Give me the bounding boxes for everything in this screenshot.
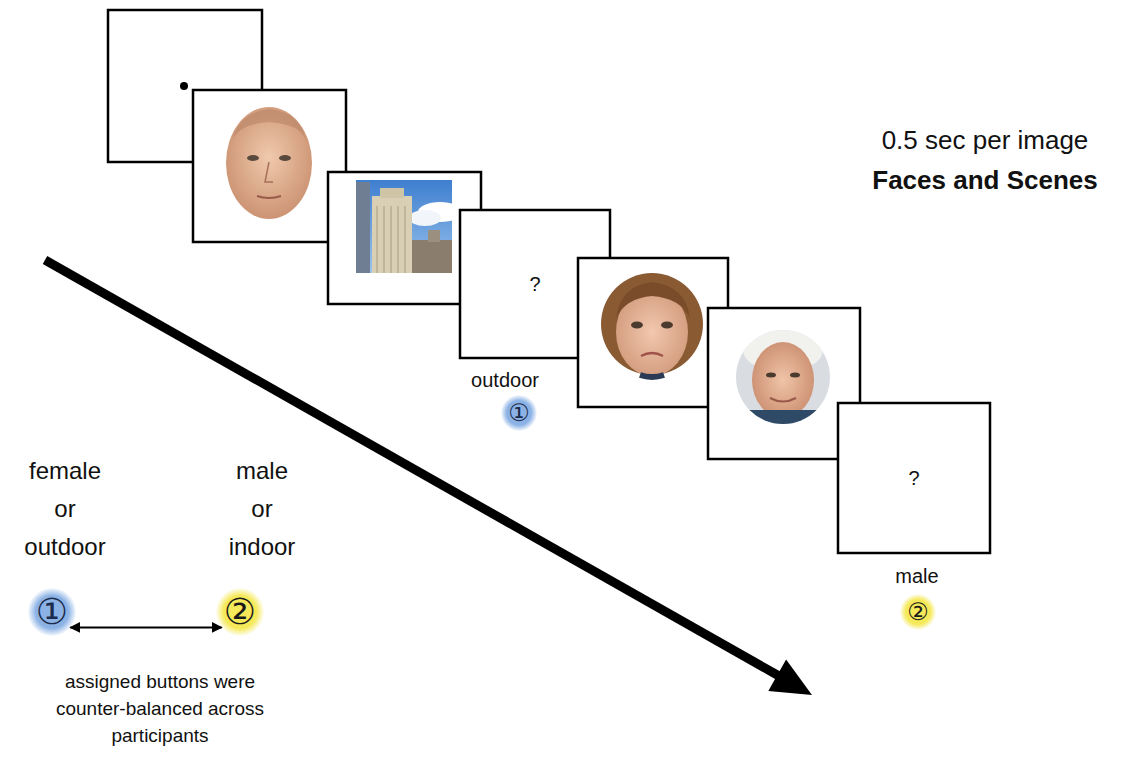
eye <box>279 155 291 161</box>
eye <box>766 373 776 378</box>
button-number: ① <box>36 594 68 630</box>
frame <box>578 258 728 407</box>
mouth <box>641 353 663 356</box>
button-mapping-label: male or indoor <box>225 452 299 566</box>
time-arrow <box>45 260 812 695</box>
building <box>356 182 370 273</box>
hair-fringe <box>616 282 690 318</box>
response-button: ① <box>28 588 76 636</box>
question-frame: ? <box>460 210 610 358</box>
frame <box>838 403 990 553</box>
face-image <box>736 328 830 430</box>
frame <box>328 172 481 304</box>
question-mark: ? <box>908 468 919 488</box>
mouth <box>257 196 281 198</box>
eye <box>790 373 800 378</box>
cloud <box>409 210 441 226</box>
button-number: ② <box>907 600 929 624</box>
skin <box>752 342 814 418</box>
response-button: ① <box>501 395 537 431</box>
collar <box>640 375 664 377</box>
time-arrow-head <box>768 660 812 695</box>
stimulus-type-heading: Faces and Scenes <box>855 164 1115 196</box>
building-top <box>380 188 404 198</box>
time-arrow-shaft <box>45 260 779 676</box>
response-label: outdoor <box>455 368 555 392</box>
nose <box>265 162 273 182</box>
sky <box>356 180 452 273</box>
fixation-dot <box>180 82 188 90</box>
eye <box>661 322 673 329</box>
mouth <box>770 398 796 402</box>
shirt <box>736 410 830 430</box>
button-link-arrow <box>70 626 221 628</box>
frame <box>193 90 346 242</box>
response-button: ② <box>216 588 264 636</box>
building <box>372 196 412 273</box>
hair <box>601 273 703 375</box>
building <box>412 240 452 273</box>
timing-note: 0.5 sec per image <box>855 124 1115 156</box>
face-image <box>226 107 312 219</box>
button-number: ② <box>224 594 256 630</box>
response-button: ② <box>900 594 936 630</box>
button-number: ① <box>508 401 530 425</box>
button-mapping-label: female or outdoor <box>19 452 111 566</box>
windows <box>377 206 405 273</box>
face-frame <box>193 90 346 242</box>
scene-frame <box>328 172 481 304</box>
scene-image <box>356 180 452 273</box>
eye <box>247 155 259 161</box>
question-frame: ? <box>838 403 990 553</box>
eye <box>631 322 643 329</box>
question-mark: ? <box>529 274 540 294</box>
response-label: male <box>867 564 967 588</box>
face-frame <box>578 258 728 407</box>
building <box>428 230 440 242</box>
counterbalance-note: assigned buttons were counter-balanced a… <box>45 668 275 749</box>
hairline <box>232 109 306 140</box>
